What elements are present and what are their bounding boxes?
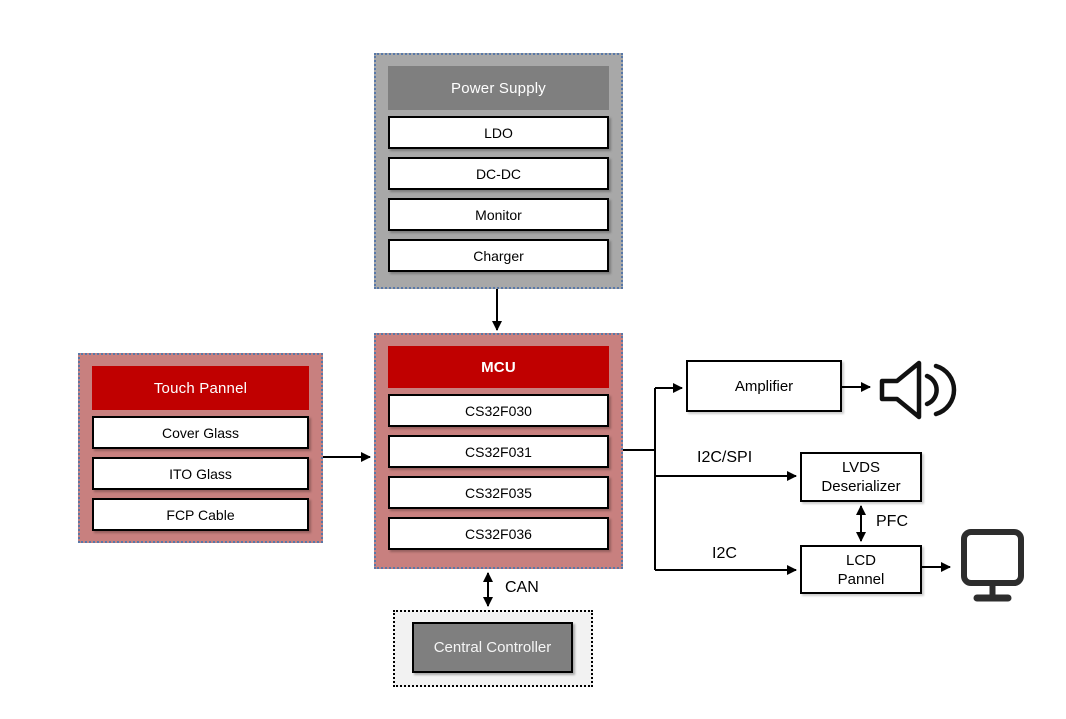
mcu-item-cs32f031: CS32F031 [388, 435, 609, 468]
touch-panel-item-ito-glass: ITO Glass [92, 457, 309, 490]
bus-label-i2c: I2C [712, 545, 737, 562]
power-supply-item-monitor: Monitor [388, 198, 609, 231]
mcu-item-cs32f036: CS32F036 [388, 517, 609, 550]
touch-panel-group: Touch Pannel Cover Glass ITO Glass FCP C… [78, 353, 323, 543]
bus-label-pfc: PFC [876, 513, 908, 530]
lcd-line1: LCD [845, 551, 876, 569]
lvds-line2: Deserializer [821, 478, 901, 495]
touch-panel-item-cover-glass: Cover Glass [92, 416, 309, 449]
mcu-group: MCU CS32F030 CS32F031 CS32F035 CS32F036 [374, 333, 623, 569]
speaker-icon [879, 360, 957, 420]
bus-label-can: CAN [505, 579, 539, 596]
bus-label-i2c-spi: I2C/SPI [697, 449, 753, 466]
monitor-icon [961, 529, 1024, 602]
mcu-item-cs32f035: CS32F035 [388, 476, 609, 509]
power-supply-item-ldo: LDO [388, 116, 609, 149]
mcu-item-cs32f030: CS32F030 [388, 394, 609, 427]
amplifier-box: Amplifier [686, 360, 842, 412]
central-controller-group: Central Controller [393, 610, 593, 687]
lcd-panel-box: LCD Pannel [800, 545, 922, 594]
power-supply-item-charger: Charger [388, 239, 609, 272]
power-supply-item-dcdc: DC-DC [388, 157, 609, 190]
touch-panel-header: Touch Pannel [92, 366, 309, 410]
lvds-line1: LVDS [841, 459, 881, 476]
touch-panel-item-fcp-cable: FCP Cable [92, 498, 309, 531]
lvds-deserializer-box: LVDS Deserializer [800, 452, 922, 502]
lcd-line2: Pannel [837, 570, 885, 588]
power-supply-group: Power Supply LDO DC-DC Monitor Charger [374, 53, 623, 289]
mcu-header: MCU [388, 346, 609, 388]
central-controller-box: Central Controller [412, 622, 573, 673]
power-supply-header: Power Supply [388, 66, 609, 110]
